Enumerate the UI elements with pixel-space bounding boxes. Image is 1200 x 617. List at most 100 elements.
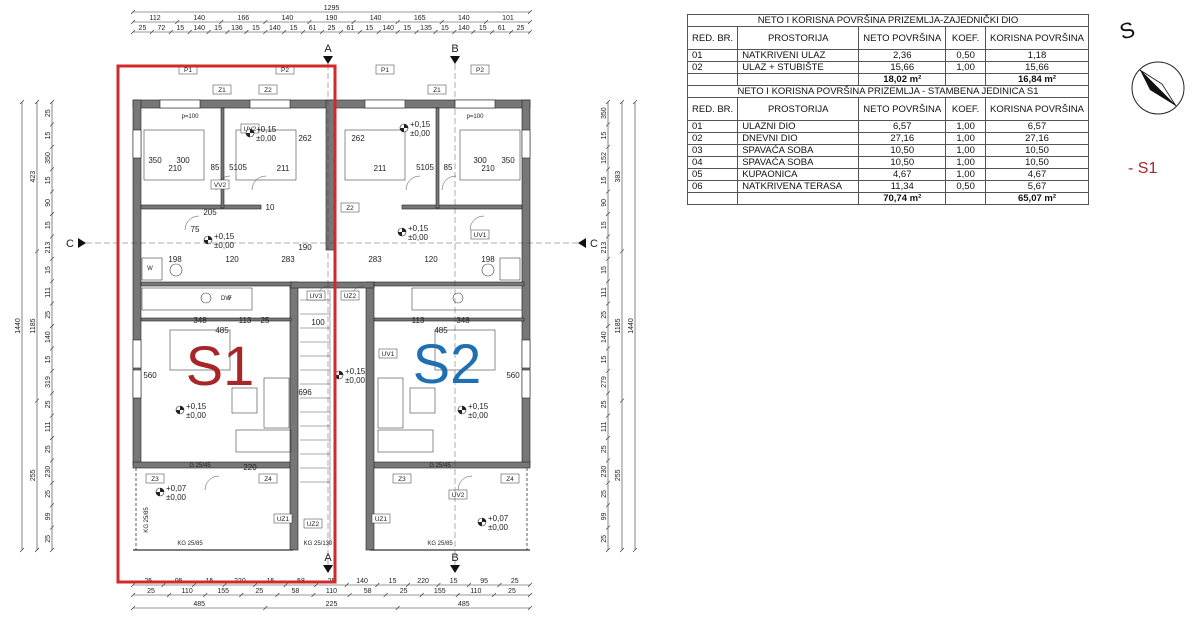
room-dimension: 120 xyxy=(424,255,438,264)
level-text: +0,15 xyxy=(468,402,489,411)
section-arrow xyxy=(578,238,586,248)
dimension-text: 111 xyxy=(45,421,52,432)
dimension-text: 15 xyxy=(389,578,397,585)
element-tag xyxy=(258,473,278,484)
dimension-tick xyxy=(307,19,312,25)
bed xyxy=(459,129,521,181)
cell: 10,50 xyxy=(985,156,1089,169)
dimension-text: 136 xyxy=(231,25,243,32)
cell: NATKRIVENI ULAZ xyxy=(737,49,860,62)
dimension-text: 25 xyxy=(147,588,155,595)
dimension-text: 140 xyxy=(382,25,394,32)
cell: 4,67 xyxy=(985,168,1089,181)
cell: 15,66 xyxy=(858,61,947,74)
dimension-tick xyxy=(605,211,611,217)
sofa xyxy=(235,429,292,453)
element-tag xyxy=(378,348,398,359)
element-tag xyxy=(306,290,326,301)
wall xyxy=(289,281,375,289)
room-dimension: 350 xyxy=(148,156,162,165)
room-dimension: 198 xyxy=(481,255,495,264)
wall xyxy=(132,461,294,469)
door-swing xyxy=(457,475,473,491)
dimension-text: 25 xyxy=(45,445,52,453)
level-text: ±0,00 xyxy=(166,493,187,502)
col-header: KORISNA POVRŠINA xyxy=(985,97,1089,121)
bed xyxy=(143,129,205,181)
col-header: NETO POVRŠINA xyxy=(858,26,947,50)
element-label: Z1 xyxy=(433,87,441,94)
col-header: PROSTORIJA xyxy=(737,97,860,121)
room-dimension: 560 xyxy=(506,371,520,380)
compass-needle-half xyxy=(1139,69,1177,107)
dimension-text: 95 xyxy=(480,578,488,585)
dimension-text: 25 xyxy=(45,535,52,543)
coffee-table xyxy=(409,387,436,414)
section-arrow xyxy=(450,56,460,64)
cell: 11,34 xyxy=(858,180,947,193)
dimension-text: 25 xyxy=(508,588,516,595)
dimension-tick xyxy=(605,301,611,306)
window xyxy=(521,369,531,399)
dimension-text: 213 xyxy=(601,242,608,254)
section-arrow xyxy=(323,56,333,64)
window xyxy=(364,99,406,109)
section-arrow xyxy=(323,565,333,573)
dimension-tick xyxy=(166,592,172,598)
misc-label: KG 25/85 xyxy=(427,541,453,547)
dimension-tick xyxy=(439,19,444,25)
element-tag xyxy=(258,84,278,95)
cell: 1,00 xyxy=(945,132,986,145)
dimension-tick xyxy=(168,29,174,35)
dimension-tick xyxy=(49,99,55,105)
kitchen-counter xyxy=(411,287,523,311)
room-dimension: 348 xyxy=(193,316,207,325)
dimension-text: 15 xyxy=(403,25,411,32)
dimension-text: 15 xyxy=(252,25,260,32)
cell: 01 xyxy=(686,120,739,133)
element-tag xyxy=(340,290,360,301)
dimension-tick xyxy=(49,144,55,150)
dimension-text: 15 xyxy=(290,25,298,32)
element-tag xyxy=(371,513,391,524)
cell: 03 xyxy=(686,144,739,157)
dimension-tick xyxy=(605,122,611,127)
level-text: ±0,00 xyxy=(256,134,277,143)
dimension-text: 350 xyxy=(45,152,52,164)
dimension-tick xyxy=(174,19,180,25)
coffee-table xyxy=(231,387,258,414)
dimension-tick xyxy=(605,390,611,396)
dimension-text: 485 xyxy=(193,601,205,608)
dimension-text: 111 xyxy=(45,287,52,298)
level-text: ±0,00 xyxy=(488,523,509,532)
dimension-text: 140 xyxy=(356,578,368,585)
room-dimension: 5105 xyxy=(229,163,247,172)
element-label: P1 xyxy=(381,67,389,74)
col-header: KORISNA POVRŠINA xyxy=(985,26,1089,50)
dimension-tick xyxy=(605,480,611,486)
dimension-text: 25 xyxy=(45,109,52,117)
bed xyxy=(235,129,297,181)
area-table-common: NETO I KORISNA POVRŠINA PRIZEMLJA-ZAJEDN… xyxy=(686,14,1089,205)
dimension-tick xyxy=(376,29,381,35)
cell: NATKRIVENA TERASA xyxy=(737,180,860,193)
element-label: P2 xyxy=(281,67,289,74)
dimension-tick xyxy=(605,458,611,463)
dimension-tick xyxy=(605,278,611,284)
misc-label: F xyxy=(228,296,232,302)
section-label: C xyxy=(590,238,598,250)
dimension-tick xyxy=(466,582,472,588)
sofa xyxy=(263,377,290,429)
dimension-tick xyxy=(252,582,258,588)
dimension-text: 15 xyxy=(441,25,449,32)
dimension-text: 350 xyxy=(601,107,608,119)
dimension-text: 15 xyxy=(45,176,52,184)
room-dimension: 300 xyxy=(473,156,487,165)
dimension-text: 140 xyxy=(601,331,608,343)
room-dimension: 5105 xyxy=(416,163,434,172)
element-tag xyxy=(448,489,468,500)
wall xyxy=(373,281,525,287)
